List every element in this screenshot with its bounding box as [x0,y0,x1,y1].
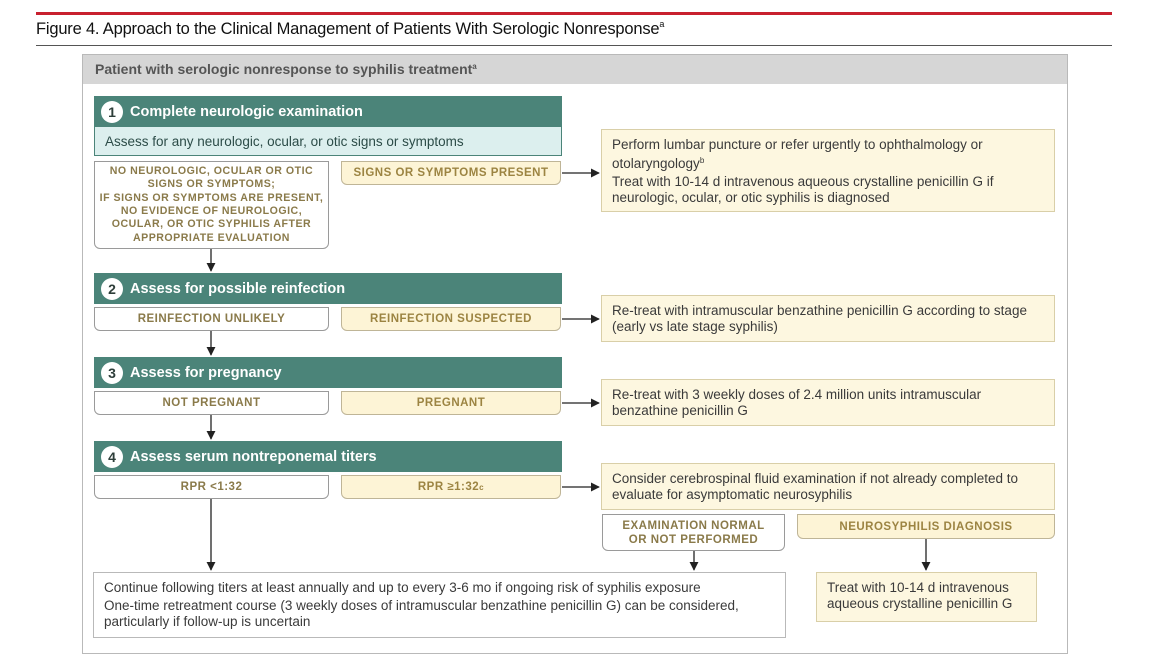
step4-number: 4 [101,445,123,468]
step3-pregnant-box: PREGNANT [341,391,561,415]
step1-header: 1 Complete neurologic examination [94,96,562,127]
outcome-line2: One-time retreatment course (3 weekly do… [104,598,739,629]
outcome-treat-box: Treat with 10-14 d intravenous aqueous c… [816,572,1037,622]
step1-action-line2: Treat with 10-14 d intravenous aqueous c… [612,174,994,205]
panel-header: Patient with serologic nonresponse to sy… [95,61,477,77]
step4-neurosyphilis-box: NEUROSYPHILIS DIAGNOSIS [797,514,1055,539]
step4-action-text: Consider cerebrospinal fluid examination… [612,471,1018,502]
title-accent-rule [36,12,1112,15]
step3-number: 3 [101,361,123,384]
step1-signs-present-box: SIGNS OR SYMPTOMS PRESENT [341,161,561,185]
step2-header: 2 Assess for possible reinfection [94,273,562,304]
step4-rpr-low-box: RPR <1:32 [94,475,329,499]
title-divider [36,45,1112,46]
step1-title: Complete neurologic examination [130,103,363,120]
outcome-line1: Continue following titers at least annua… [104,580,701,595]
step3-title: Assess for pregnancy [130,364,282,381]
step1-number: 1 [101,100,123,123]
step2-reinfection-suspected-box: REINFECTION SUSPECTED [341,307,561,331]
outcome-continue-titers-box: Continue following titers at least annua… [93,572,786,638]
panel-header-bar [83,55,1067,84]
step3-action-box: Re-treat with 3 weekly doses of 2.4 mill… [601,379,1055,426]
step3-not-pregnant-box: NOT PREGNANT [94,391,329,415]
step4-action-box: Consider cerebrospinal fluid examination… [601,463,1055,510]
step1-subtitle: Assess for any neurologic, ocular, or ot… [94,127,562,156]
step4-title: Assess serum nontreponemal titers [130,448,377,465]
step2-reinfection-unlikely-box: REINFECTION UNLIKELY [94,307,329,331]
step3-action-text: Re-treat with 3 weekly doses of 2.4 mill… [612,387,982,418]
step2-number: 2 [101,277,123,300]
step4-exam-normal-box: EXAMINATION NORMAL OR NOT PERFORMED [602,514,785,551]
step3-header: 3 Assess for pregnancy [94,357,562,388]
step4-header: 4 Assess serum nontreponemal titers [94,441,562,472]
step2-title: Assess for possible reinfection [130,280,346,297]
step2-action-text: Re-treat with intramuscular benzathine p… [612,303,1027,334]
step1-no-signs-box: NO NEUROLOGIC, OCULAR OR OTIC SIGNS OR S… [94,161,329,249]
figure-title: Figure 4. Approach to the Clinical Manag… [36,19,665,38]
outcome-treat-text: Treat with 10-14 d intravenous aqueous c… [827,580,1013,611]
step1-action-line1: Perform lumbar puncture or refer urgentl… [612,137,983,171]
step2-action-box: Re-treat with intramuscular benzathine p… [601,295,1055,342]
step1-action-box: Perform lumbar puncture or refer urgentl… [601,129,1055,212]
